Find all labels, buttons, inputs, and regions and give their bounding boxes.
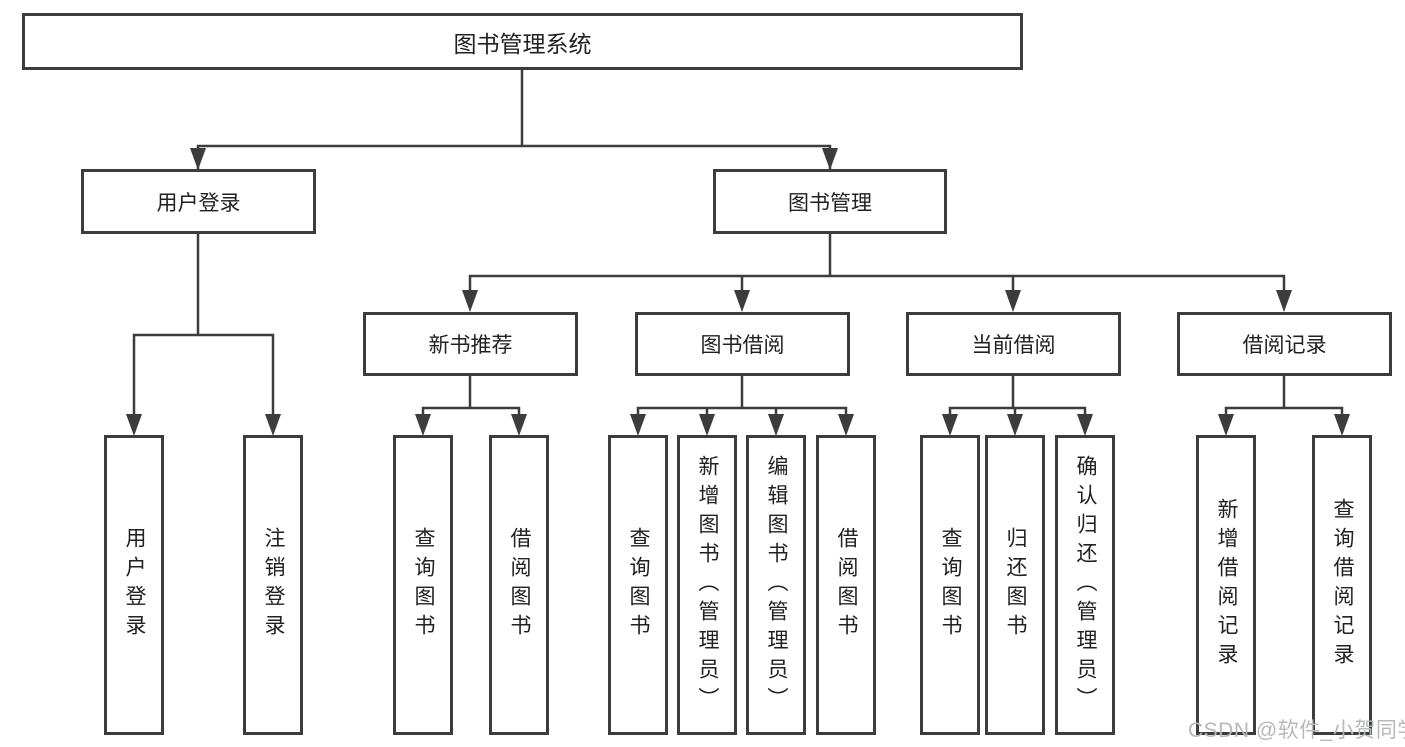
node-leaf-query-books: 查询图书 [920, 435, 980, 735]
node-new-book-recommend: 新书推荐 [363, 312, 578, 376]
node-label: 用户登录 [156, 191, 241, 215]
node-label: 新增借阅记录 [1215, 498, 1238, 672]
connector-records-split [1218, 376, 1350, 436]
node-leaf-user-login: 用户登录 [104, 435, 164, 735]
node-leaf-edit-books-admin: 编辑图书（管理员） [746, 435, 806, 735]
node-leaf-query-books: 查询图书 [393, 435, 453, 735]
node-leaf-borrow-books: 借阅图书 [816, 435, 876, 735]
node-label: 借阅记录 [1242, 334, 1327, 357]
connector-root-split [190, 70, 838, 170]
node-book-management: 图书管理 [713, 169, 947, 234]
node-user-login: 用户登录 [81, 169, 316, 234]
node-leaf-confirm-return-admin: 确认归还（管理员） [1055, 435, 1115, 735]
connector-borrow-split [630, 376, 854, 436]
node-leaf-return-books: 归还图书 [985, 435, 1045, 735]
connector-rec-split [415, 376, 527, 436]
node-leaf-query-books: 查询图书 [608, 435, 668, 735]
node-label: 借阅图书 [508, 527, 531, 643]
node-label: 注销登录 [262, 527, 285, 643]
connector-login-split [126, 234, 281, 436]
node-borrow-records: 借阅记录 [1177, 312, 1392, 376]
csdn-watermark: CSDN @软件_小贺同学 [1188, 719, 1405, 742]
node-label: 用户登录 [123, 527, 146, 643]
node-label: 查询图书 [412, 527, 435, 643]
node-label: 借阅图书 [835, 527, 858, 643]
node-leaf-add-borrow-record: 新增借阅记录 [1196, 435, 1256, 735]
node-label: 归还图书 [1004, 527, 1027, 643]
node-label: 确认归还（管理员） [1074, 454, 1097, 716]
node-leaf-query-borrow-record: 查询借阅记录 [1312, 435, 1372, 735]
node-label: 新书推荐 [428, 334, 513, 357]
node-label: 图书管理系统 [453, 30, 592, 57]
node-label: 查询图书 [627, 527, 650, 643]
node-label: 查询借阅记录 [1331, 498, 1354, 672]
node-label: 新增图书（管理员） [696, 454, 719, 716]
node-label: 图书管理 [788, 191, 872, 215]
node-label: 图书借阅 [700, 334, 785, 357]
node-book-borrow: 图书借阅 [635, 312, 850, 376]
connector-current-split [942, 376, 1093, 436]
connector-mgmt-split [462, 234, 1292, 312]
node-leaf-add-books-admin: 新增图书（管理员） [677, 435, 737, 735]
node-leaf-borrow-books: 借阅图书 [489, 435, 549, 735]
node-label: 当前借阅 [971, 334, 1056, 357]
node-label: 查询图书 [939, 527, 962, 643]
node-current-borrow: 当前借阅 [906, 312, 1121, 376]
node-leaf-logout: 注销登录 [243, 435, 303, 735]
node-label: 编辑图书（管理员） [765, 454, 788, 716]
node-library-system: 图书管理系统 [22, 13, 1023, 70]
